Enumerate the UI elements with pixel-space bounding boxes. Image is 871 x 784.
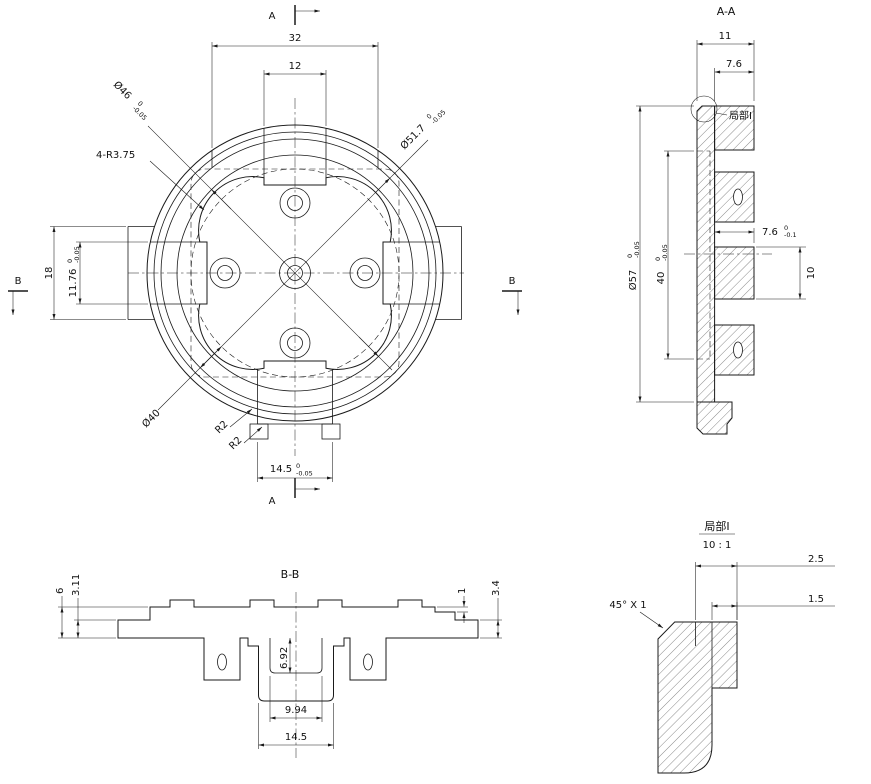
dim-dia46: Ø46 0 -0.05 — [111, 79, 149, 122]
dim-aa-11: 11 — [696, 31, 755, 101]
svg-text:0: 0 — [296, 462, 300, 470]
section-marker-b-left: B — [8, 276, 28, 315]
dim-r2-2: R2 — [227, 426, 263, 452]
svg-text:3.4: 3.4 — [491, 580, 502, 596]
detail-scale: 10 : 1 — [703, 540, 732, 551]
dim-18: 18 — [44, 226, 126, 320]
dim-bb-1: 1 — [437, 588, 468, 623]
detail-title: 局部I 10 : 1 — [699, 519, 735, 551]
dim-detail-2-5: 2.5 — [695, 554, 835, 620]
svg-text:11: 11 — [719, 31, 732, 42]
svg-text:局部I: 局部I — [704, 519, 729, 533]
svg-text:-0.05: -0.05 — [131, 104, 149, 122]
svg-text:-0.05: -0.05 — [296, 470, 313, 478]
dim-bb-9-94: 9.94 — [269, 676, 323, 722]
svg-text:6.92: 6.92 — [279, 647, 290, 669]
svg-text:45° X 1: 45° X 1 — [609, 600, 646, 611]
svg-text:0: 0 — [136, 100, 145, 109]
dim-bb-3-11: 3.11 — [71, 574, 116, 638]
svg-text:4-R3.75: 4-R3.75 — [96, 150, 135, 161]
dim-aa-40: 40 0 -0.05 — [654, 150, 694, 360]
svg-text:9.94: 9.94 — [285, 705, 307, 716]
front-right-ear — [383, 226, 462, 320]
svg-text:0: 0 — [626, 254, 634, 258]
svg-text:B: B — [509, 276, 516, 287]
section-marker-a-top: A — [269, 5, 320, 25]
dim-bb-3-4: 3.4 — [480, 580, 502, 639]
svg-text:-0.05: -0.05 — [73, 246, 81, 263]
front-centerlines — [128, 98, 464, 456]
svg-text:-0.1: -0.1 — [784, 231, 797, 239]
section-bb-view: B-B 6 3.11 — [55, 568, 502, 758]
section-marker-a-bottom: A — [269, 478, 320, 507]
svg-text:3.11: 3.11 — [71, 574, 82, 596]
svg-text:18: 18 — [44, 267, 55, 280]
svg-text:7.6: 7.6 — [726, 59, 742, 70]
svg-text:Ø57: Ø57 — [627, 270, 639, 291]
svg-text:14.5: 14.5 — [270, 464, 292, 475]
front-hidden-profile — [190, 168, 400, 378]
dim-detail-chamfer: 45° X 1 — [609, 600, 664, 629]
dim-bb-14-5: 14.5 — [258, 703, 334, 749]
section-aa-view: A-A 局部I 11 — [626, 5, 817, 435]
svg-text:1: 1 — [457, 588, 468, 594]
dim-aa-7-6-right: 7.6 0 -0.1 — [714, 224, 797, 243]
svg-text:0: 0 — [66, 259, 74, 263]
svg-text:7.6: 7.6 — [762, 227, 778, 238]
svg-text:14.5: 14.5 — [285, 732, 307, 743]
svg-text:B: B — [15, 276, 22, 287]
aa-part-geometry — [696, 105, 755, 435]
svg-text:A: A — [269, 496, 276, 507]
dim-bb-6-92: 6.92 — [279, 638, 292, 673]
svg-text:11.76: 11.76 — [68, 269, 79, 298]
svg-text:-0.05: -0.05 — [430, 108, 448, 126]
svg-text:局部I: 局部I — [729, 109, 752, 122]
svg-text:0: 0 — [654, 257, 662, 261]
svg-text:A: A — [269, 11, 276, 22]
svg-text:Ø51.7: Ø51.7 — [398, 122, 428, 152]
front-outer-rim — [146, 124, 444, 422]
front-mount-holes — [209, 187, 381, 359]
detail-view: 局部I 10 : 1 2.5 1.5 45° X 1 — [609, 519, 835, 774]
dim-11-76: 11.76 0 -0.05 — [66, 241, 148, 305]
dim-detail-1-5: 1.5 — [711, 594, 835, 620]
dim-bb-6: 6 — [55, 588, 148, 639]
front-center-hole — [279, 257, 311, 289]
dim-4-r3-75: 4-R3.75 — [96, 150, 205, 211]
svg-text:32: 32 — [289, 33, 302, 44]
dim-32: 32 — [211, 33, 379, 148]
svg-text:0: 0 — [425, 112, 434, 121]
section-bb-title: B-B — [281, 568, 300, 581]
bb-part-geometry — [117, 599, 479, 702]
dim-aa-10: 10 — [756, 246, 817, 300]
front-view: 32 12 18 11.76 0 -0.05 — [8, 5, 522, 507]
aa-detail-callout: 局部I — [690, 95, 752, 123]
svg-text:-0.05: -0.05 — [661, 244, 669, 261]
dim-14-5-front: 14.5 0 -0.05 — [257, 442, 333, 482]
section-marker-b-right: B — [502, 276, 522, 315]
svg-text:40: 40 — [656, 272, 667, 285]
section-aa-title: A-A — [717, 5, 736, 18]
svg-text:-0.05: -0.05 — [633, 241, 641, 258]
front-quatrefoil-profile — [198, 176, 392, 370]
svg-text:10: 10 — [806, 267, 817, 280]
svg-text:0: 0 — [784, 224, 788, 232]
svg-text:R2: R2 — [213, 419, 230, 436]
svg-text:12: 12 — [289, 61, 302, 72]
dim-aa-7-6-top: 7.6 — [714, 59, 754, 101]
dim-dia40: Ø40 — [140, 407, 163, 430]
svg-text:2.5: 2.5 — [808, 554, 824, 565]
svg-text:Ø46: Ø46 — [111, 79, 134, 102]
detail-geometry — [657, 621, 738, 774]
svg-text:6: 6 — [55, 588, 66, 594]
svg-text:R2: R2 — [227, 435, 244, 452]
front-top-tab — [211, 128, 379, 178]
front-bottom-tab — [249, 369, 341, 440]
svg-text:Ø40: Ø40 — [140, 407, 163, 430]
svg-text:1.5: 1.5 — [808, 594, 824, 605]
front-diagonal-dims — [147, 125, 429, 411]
dim-aa-dia57: Ø57 0 -0.05 — [626, 105, 694, 403]
dim-12: 12 — [263, 61, 327, 126]
